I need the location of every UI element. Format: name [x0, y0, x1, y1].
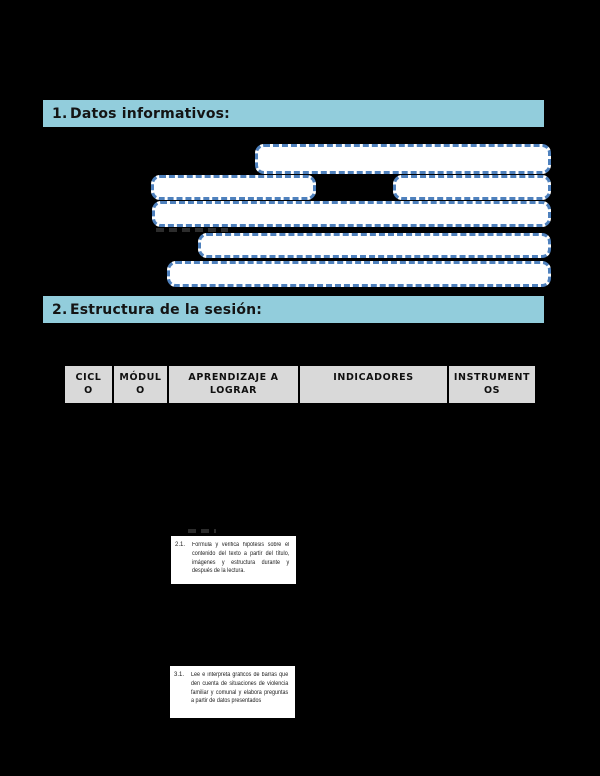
form-field-2[interactable] — [151, 175, 316, 200]
section-number: 1. — [52, 105, 68, 122]
session-structure-table-header: CICL O MÓDUL O APRENDIZAJE A LOGRAR INDI… — [63, 364, 537, 405]
table-header-line: APRENDIZAJE A — [188, 372, 279, 383]
form-field-1[interactable] — [255, 144, 551, 174]
form-field-5[interactable] — [198, 233, 551, 258]
table-header-ciclo: CICL O — [65, 366, 114, 403]
form-field-6[interactable] — [167, 261, 551, 287]
indicator-number: 3.1. — [174, 672, 185, 678]
table-header-indicadores: INDICADORES — [300, 366, 449, 403]
indicator-item-3-1: 3.1. Lee e interpreta gráficos de barras… — [170, 666, 295, 718]
section-header-datos-informativos: 1. Datos informativos: — [43, 100, 544, 127]
table-header-line: INDICADORES — [333, 372, 414, 383]
table-header-line: MÓDUL — [119, 372, 162, 383]
table-header-instrumentos: INSTRUMENT OS — [449, 366, 535, 403]
indicator-item-2-1: 2.1. Formula y verifica hipótesis sobre … — [171, 536, 296, 584]
table-header-line: LOGRAR — [209, 385, 258, 396]
table-header-line: O — [136, 385, 145, 396]
indicator-number: 2.1. — [175, 542, 186, 548]
section-header-estructura-sesion: 2. Estructura de la sesión: — [43, 296, 544, 323]
table-header-aprendizaje-a-lograr: APRENDIZAJE A LOGRAR — [169, 366, 300, 403]
form-field-4[interactable] — [152, 201, 551, 227]
indicator-text: Formula y verifica hipótesis sobre el co… — [192, 542, 290, 575]
section-title: Datos informativos: — [70, 105, 230, 122]
obscured-text-remnant — [188, 529, 216, 533]
table-header-line: O — [84, 385, 93, 396]
table-header-modulo: MÓDUL O — [114, 366, 169, 403]
form-field-3[interactable] — [393, 175, 551, 200]
table-header-line: CICL — [75, 372, 102, 383]
obscured-text-remnant — [156, 228, 228, 232]
table-header-line: INSTRUMENT — [453, 372, 531, 383]
section-title: Estructura de la sesión: — [70, 301, 263, 318]
section-number: 2. — [52, 301, 68, 318]
indicator-text: Lee e interpreta gráficos de barras que … — [191, 672, 289, 705]
table-header-line: OS — [483, 385, 501, 396]
